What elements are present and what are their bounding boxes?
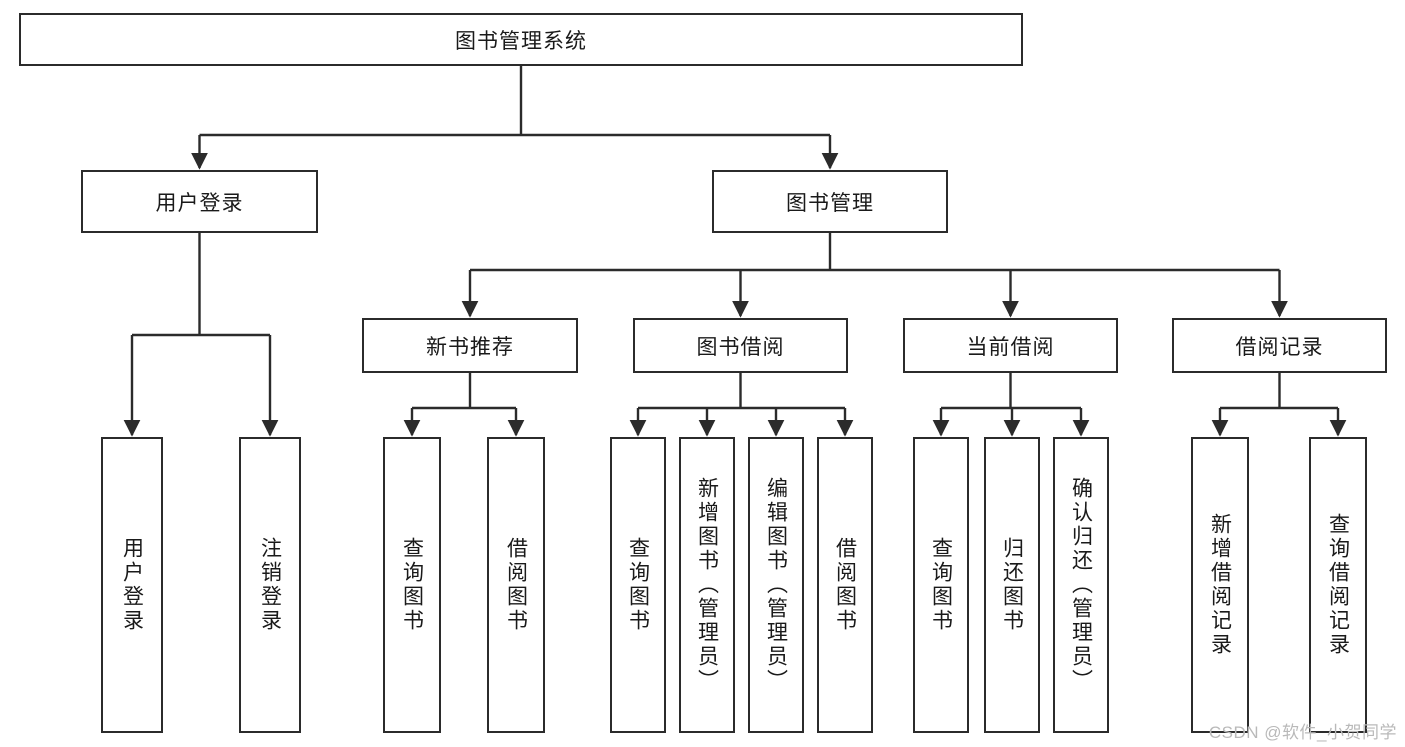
- node-label: 用户登录: [155, 191, 244, 215]
- level3-node-用户登录-1-用户登录[interactable]: 用户登录: [101, 437, 163, 733]
- level3-node-图书管理-3-当前借阅[interactable]: 当前借阅: [903, 318, 1118, 373]
- node-label: 借阅记录: [1235, 335, 1324, 359]
- level2-node-2-图书管理[interactable]: 图书管理: [712, 170, 948, 233]
- node-label: 新增图书（管理员）: [695, 477, 719, 693]
- watermark-label: CSDN @软件_小贺同学: [1208, 723, 1397, 742]
- leaf-node-图书借阅-3-编辑图书管理员[interactable]: 编辑图书（管理员）: [748, 437, 804, 733]
- node-label: 查询图书: [400, 537, 424, 633]
- node-label: 编辑图书（管理员）: [764, 477, 788, 693]
- level3-node-图书管理-2-图书借阅[interactable]: 图书借阅: [633, 318, 848, 373]
- leaf-node-新书推荐-2-借阅图书[interactable]: 借阅图书: [487, 437, 545, 733]
- node-label: 用户登录: [120, 537, 144, 633]
- leaf-node-借阅记录-2-查询借阅记录[interactable]: 查询借阅记录: [1309, 437, 1367, 733]
- node-label: 查询图书: [929, 537, 953, 633]
- node-label: 图书管理系统: [455, 29, 587, 53]
- node-label: 图书借阅: [696, 335, 785, 359]
- node-label: 查询借阅记录: [1326, 513, 1350, 657]
- root-node-1-图书管理系统[interactable]: 图书管理系统: [19, 13, 1023, 66]
- leaf-node-当前借阅-3-确认归还管理员[interactable]: 确认归还（管理员）: [1053, 437, 1109, 733]
- node-label: 新书推荐: [426, 335, 514, 359]
- node-label: 新增借阅记录: [1208, 513, 1232, 657]
- leaf-node-新书推荐-1-查询图书[interactable]: 查询图书: [383, 437, 441, 733]
- node-label: 图书管理: [786, 191, 874, 215]
- node-label: 归还图书: [1000, 537, 1024, 633]
- node-label: 当前借阅: [966, 335, 1055, 359]
- level3-node-用户登录-2-注销登录[interactable]: 注销登录: [239, 437, 301, 733]
- node-label: 借阅图书: [833, 537, 857, 633]
- leaf-node-图书借阅-2-新增图书管理员[interactable]: 新增图书（管理员）: [679, 437, 735, 733]
- level3-node-图书管理-1-新书推荐[interactable]: 新书推荐: [362, 318, 578, 373]
- node-label: 注销登录: [258, 537, 282, 633]
- level3-node-图书管理-4-借阅记录[interactable]: 借阅记录: [1172, 318, 1387, 373]
- level2-node-1-用户登录[interactable]: 用户登录: [81, 170, 318, 233]
- node-label: 查询图书: [626, 537, 650, 633]
- leaf-node-图书借阅-1-查询图书[interactable]: 查询图书: [610, 437, 666, 733]
- leaf-node-当前借阅-1-查询图书[interactable]: 查询图书: [913, 437, 969, 733]
- node-label: 借阅图书: [504, 537, 528, 633]
- leaf-node-图书借阅-4-借阅图书[interactable]: 借阅图书: [817, 437, 873, 733]
- node-label: 确认归还（管理员）: [1069, 477, 1093, 693]
- leaf-node-当前借阅-2-归还图书[interactable]: 归还图书: [984, 437, 1040, 733]
- leaf-node-借阅记录-1-新增借阅记录[interactable]: 新增借阅记录: [1191, 437, 1249, 733]
